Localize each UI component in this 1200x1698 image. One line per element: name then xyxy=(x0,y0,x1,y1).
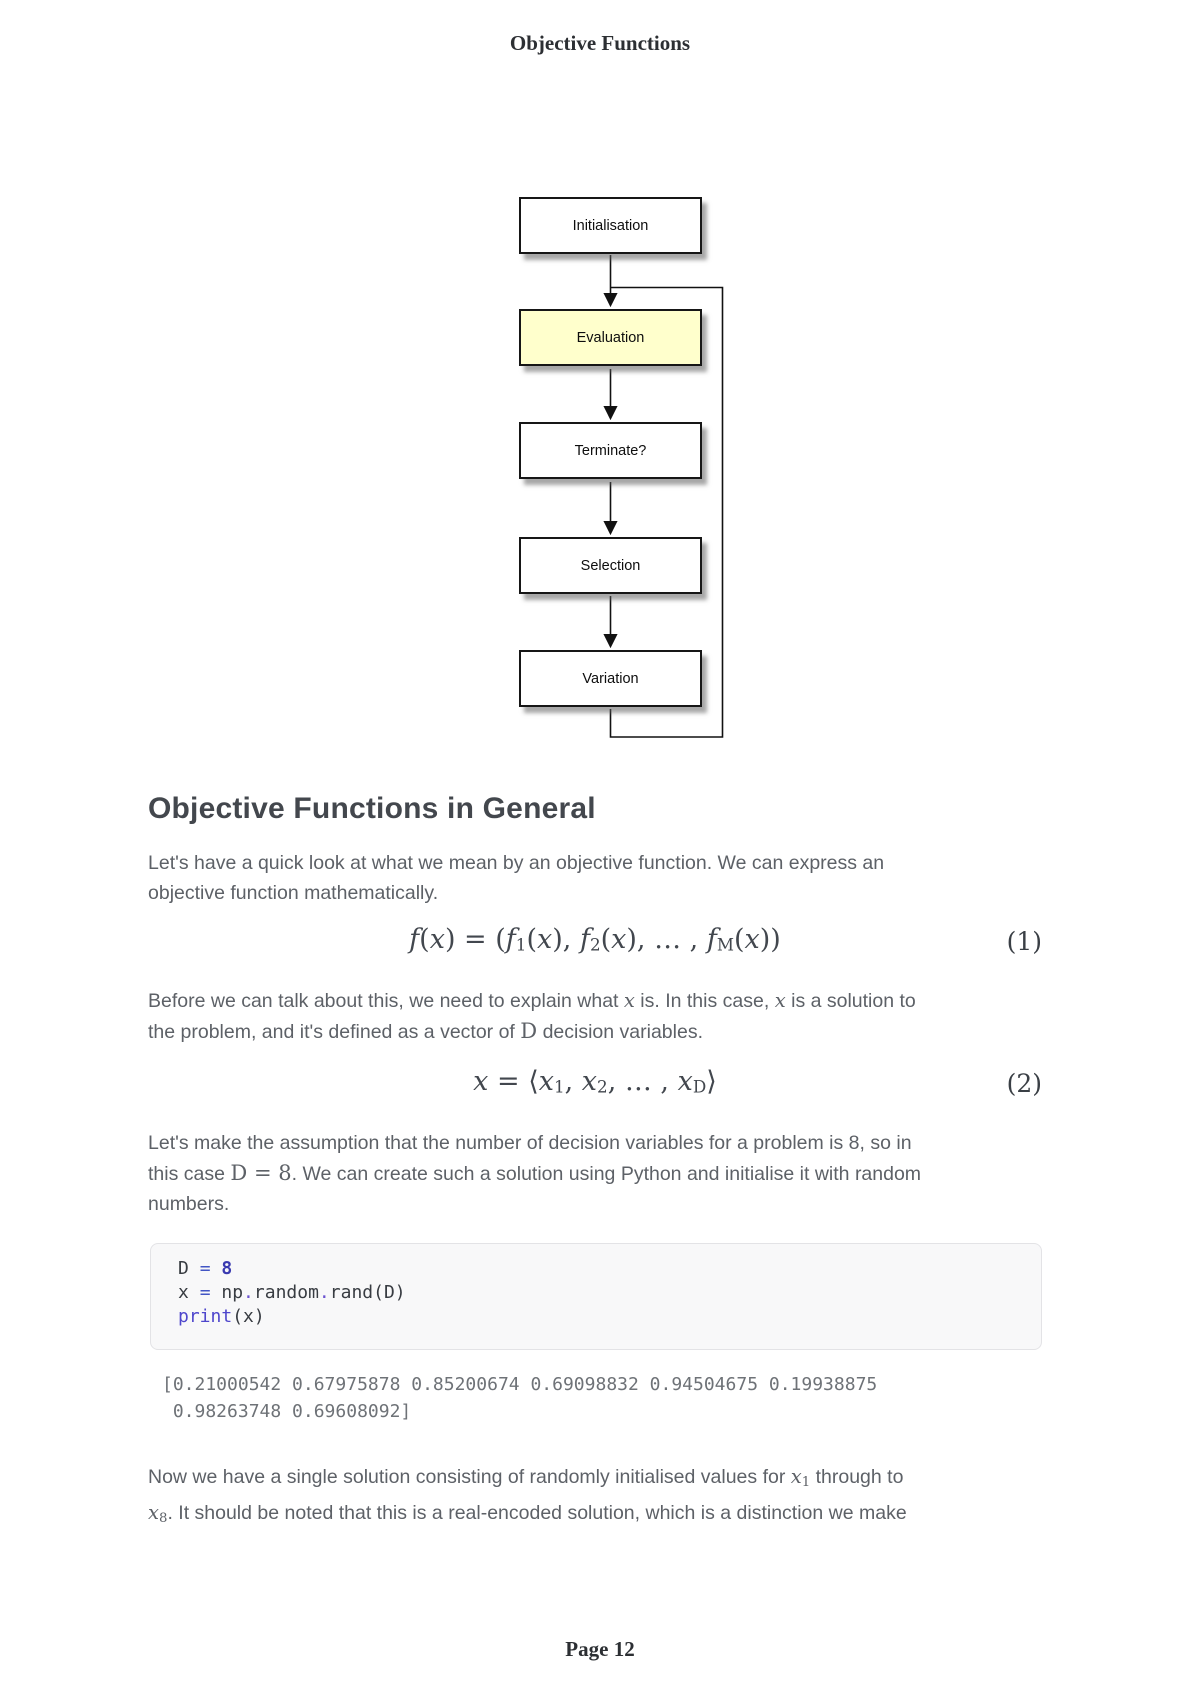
code-line-3: print(x) xyxy=(178,1306,265,1327)
code-output: [0.21000542 0.67975878 0.85200674 0.6909… xyxy=(162,1371,877,1425)
flowchart-box-label: Initialisation xyxy=(572,217,649,234)
equation-1: f(x) = (f1(x), f2(x), … , fM(x)) (1) xyxy=(148,924,1042,956)
flowchart-box-evaluation: Evaluation xyxy=(519,309,702,366)
flowchart-box-terminate: Terminate? xyxy=(519,422,702,479)
paragraph-intro: Let's have a quick look at what we mean … xyxy=(148,852,885,904)
flowchart: Initialisation Evaluation Terminate? Sel… xyxy=(0,0,1200,760)
flowchart-box-label: Variation xyxy=(582,670,639,687)
equation-1-body: f(x) = (f1(x), f2(x), … , fM(x)) xyxy=(409,924,781,955)
equation-2: x = ⟨x1, x2, … , xD⟩ (2) xyxy=(148,1066,1042,1098)
paragraph-assumption: Let's make the assumption that the numbe… xyxy=(148,1132,922,1215)
equation-2-number: (2) xyxy=(1006,1069,1042,1098)
equation-2-body: x = ⟨x1, x2, … , xD⟩ xyxy=(473,1066,717,1097)
paragraph-result: Now we have a single solution consisting… xyxy=(148,1465,907,1526)
section-heading: Objective Functions in General xyxy=(148,792,596,825)
code-output-line-2: 0.98263748 0.69608092] xyxy=(162,1401,412,1422)
flowchart-box-variation: Variation xyxy=(519,650,702,707)
paragraph-explain-x: Before we can talk about this, we need t… xyxy=(148,989,916,1043)
page-header-title: Objective Functions xyxy=(509,31,691,55)
code-cell: D = 8 x = np.random.rand(D) print(x) xyxy=(150,1243,1042,1350)
flowchart-box-selection: Selection xyxy=(519,537,702,594)
equation-1-number: (1) xyxy=(1006,927,1042,956)
code-line-1: D = 8 xyxy=(178,1258,233,1279)
page-footer: Page 12 xyxy=(565,1637,635,1661)
flowchart-box-label: Evaluation xyxy=(576,329,645,346)
flowchart-box-initialisation: Initialisation xyxy=(519,197,702,254)
flowchart-box-label: Terminate? xyxy=(574,442,647,459)
flowchart-box-label: Selection xyxy=(580,557,641,574)
code-output-line-1: [0.21000542 0.67975878 0.85200674 0.6909… xyxy=(162,1374,878,1395)
code-line-2: x = np.random.rand(D) xyxy=(178,1282,406,1303)
flowchart-arrows xyxy=(603,255,724,738)
